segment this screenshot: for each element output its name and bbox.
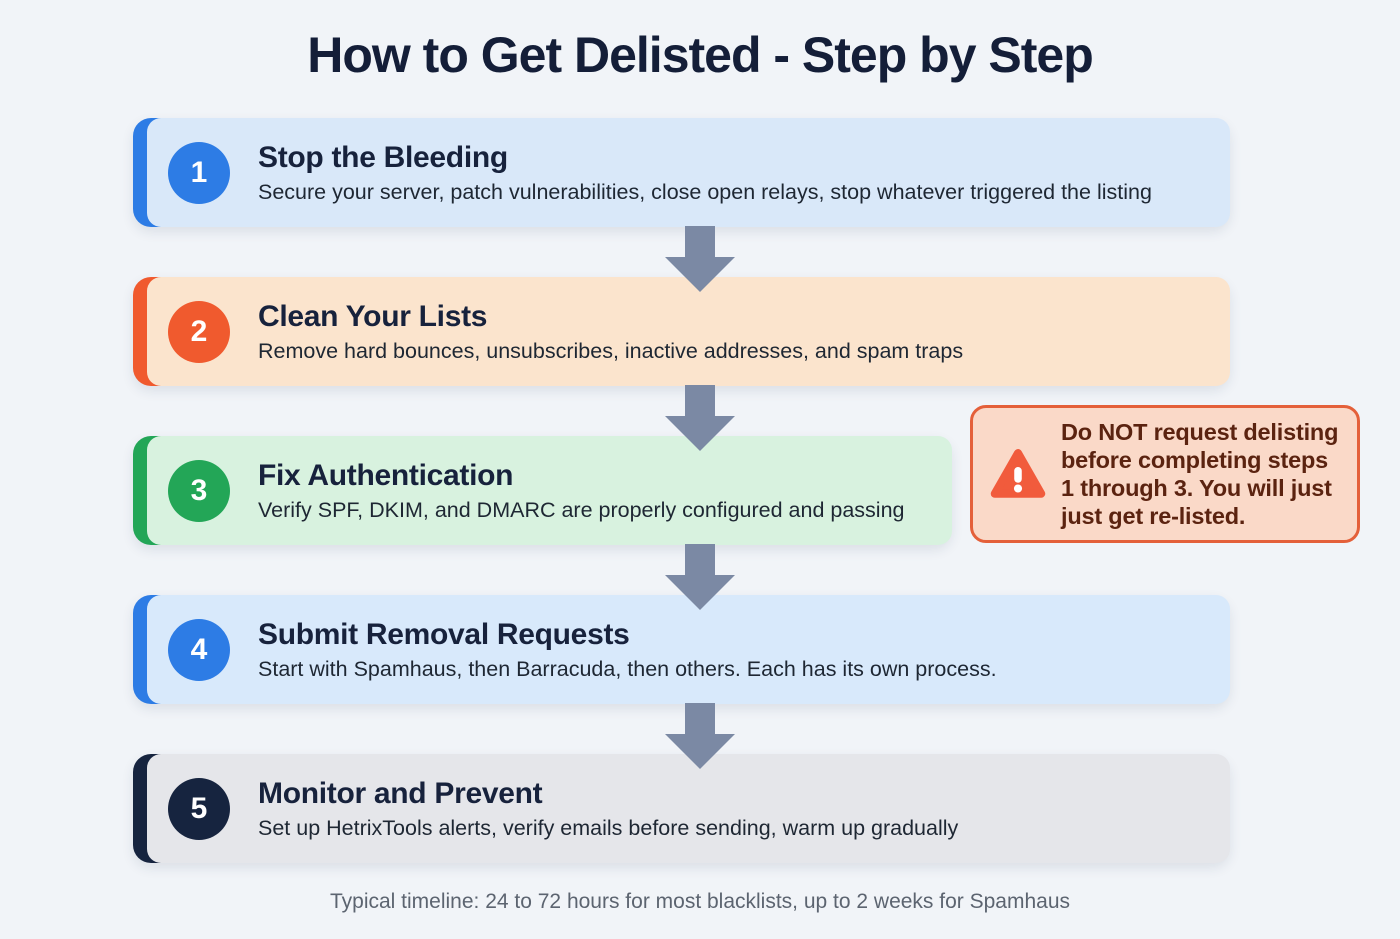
step-3-number-badge: 3 bbox=[168, 459, 230, 522]
step-2-title: Clean Your Lists bbox=[258, 299, 488, 333]
step-card-1: 1 Stop the Bleeding Secure your server, … bbox=[133, 118, 1230, 227]
down-arrow-icon bbox=[663, 385, 737, 451]
step-card-1-body: 1 Stop the Bleeding Secure your server, … bbox=[147, 118, 1230, 227]
step-card-4-body: 4 Submit Removal Requests Start with Spa… bbox=[147, 595, 1230, 704]
step-card-5-body: 5 Monitor and Prevent Set up HetrixTools… bbox=[147, 754, 1230, 863]
step-5-description: Set up HetrixTools alerts, verify emails… bbox=[258, 815, 959, 840]
step-card-3-body: 3 Fix Authentication Verify SPF, DKIM, a… bbox=[147, 436, 952, 545]
step-1-description: Secure your server, patch vulnerabilitie… bbox=[258, 179, 1152, 204]
warning-triangle-icon bbox=[990, 449, 1046, 498]
step-card-4: 4 Submit Removal Requests Start with Spa… bbox=[133, 595, 1230, 704]
step-5-title: Monitor and Prevent bbox=[258, 776, 543, 810]
down-arrow-icon bbox=[663, 226, 737, 292]
step-card-2: 2 Clean Your Lists Remove hard bounces, … bbox=[133, 277, 1230, 386]
step-4-description: Start with Spamhaus, then Barracuda, the… bbox=[258, 656, 997, 681]
step-5-number-badge: 5 bbox=[168, 777, 230, 840]
step-4-title: Submit Removal Requests bbox=[258, 617, 630, 651]
step-1-title: Stop the Bleeding bbox=[258, 140, 508, 174]
step-card-5: 5 Monitor and Prevent Set up HetrixTools… bbox=[133, 754, 1230, 863]
down-arrow-icon bbox=[663, 544, 737, 610]
page-title: How to Get Delisted - Step by Step bbox=[307, 27, 1094, 83]
step-2-description: Remove hard bounces, unsubscribes, inact… bbox=[258, 338, 964, 363]
warning-callout: Do NOT request delisting before completi… bbox=[970, 405, 1360, 543]
step-card-3: 3 Fix Authentication Verify SPF, DKIM, a… bbox=[133, 436, 952, 545]
warning-text: Do NOT request delisting before completi… bbox=[1061, 418, 1339, 530]
step-2-number-badge: 2 bbox=[168, 300, 230, 363]
step-3-title: Fix Authentication bbox=[258, 458, 514, 492]
step-1-number-badge: 1 bbox=[168, 141, 230, 204]
step-card-2-body: 2 Clean Your Lists Remove hard bounces, … bbox=[147, 277, 1230, 386]
timeline-footer-note: Typical timeline: 24 to 72 hours for mos… bbox=[329, 890, 1070, 913]
step-3-description: Verify SPF, DKIM, and DMARC are properly… bbox=[258, 497, 905, 522]
down-arrow-icon bbox=[663, 703, 737, 769]
step-4-number-badge: 4 bbox=[168, 618, 230, 681]
